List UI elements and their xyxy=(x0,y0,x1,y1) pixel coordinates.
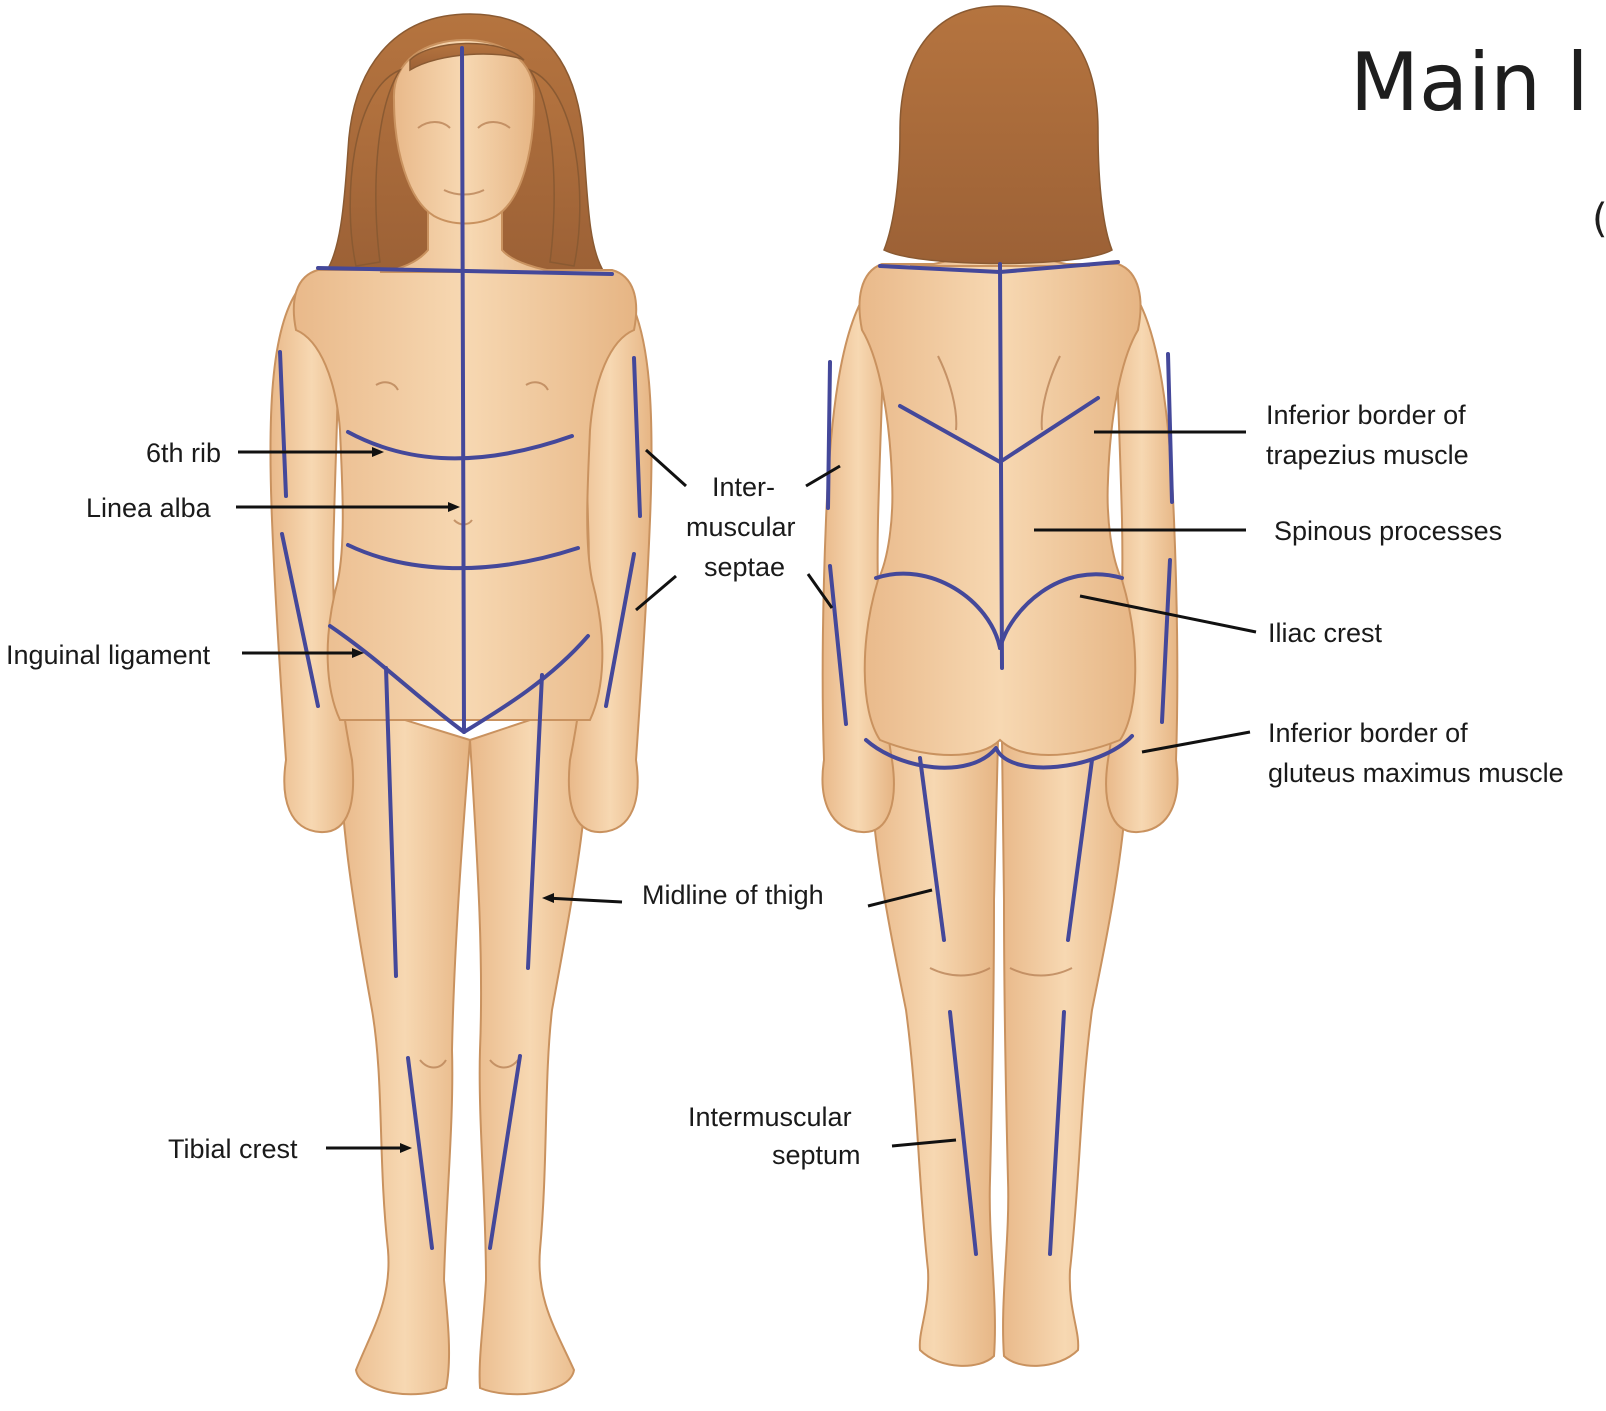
back-arm-left-upper xyxy=(828,362,830,508)
label-intermuscular-septum-1: Intermuscular xyxy=(688,1102,852,1132)
title-text: Main l xyxy=(1350,36,1589,129)
back-midline xyxy=(1000,264,1002,668)
label-trapezius-2: trapezius muscle xyxy=(1266,440,1469,470)
label-gluteus-1: Inferior border of xyxy=(1268,718,1468,748)
label-midline-of-thigh: Midline of thigh xyxy=(642,880,824,910)
front-midline xyxy=(462,48,464,732)
label-gluteus-2: gluteus maximus muscle xyxy=(1268,758,1564,788)
labels: Main l ( 6th rib Linea alba Inguinal lig… xyxy=(6,36,1606,1170)
label-intermuscular-septae-2: muscular xyxy=(686,512,796,542)
label-linea-alba: Linea alba xyxy=(86,493,212,523)
label-intermuscular-septae-3: septae xyxy=(704,552,785,582)
label-inguinal-ligament: Inguinal ligament xyxy=(6,640,211,670)
label-spinous-processes: Spinous processes xyxy=(1274,516,1502,546)
label-tibial-crest: Tibial crest xyxy=(168,1134,298,1164)
label-intermuscular-septae-1: Inter- xyxy=(712,472,775,502)
label-trapezius-1: Inferior border of xyxy=(1266,400,1466,430)
label-intermuscular-septum-2: septum xyxy=(772,1140,861,1170)
label-6th-rib: 6th rib xyxy=(146,438,221,468)
title-fragment: ( xyxy=(1592,196,1606,242)
back-figure xyxy=(823,6,1178,1366)
label-iliac-crest: Iliac crest xyxy=(1268,618,1383,648)
